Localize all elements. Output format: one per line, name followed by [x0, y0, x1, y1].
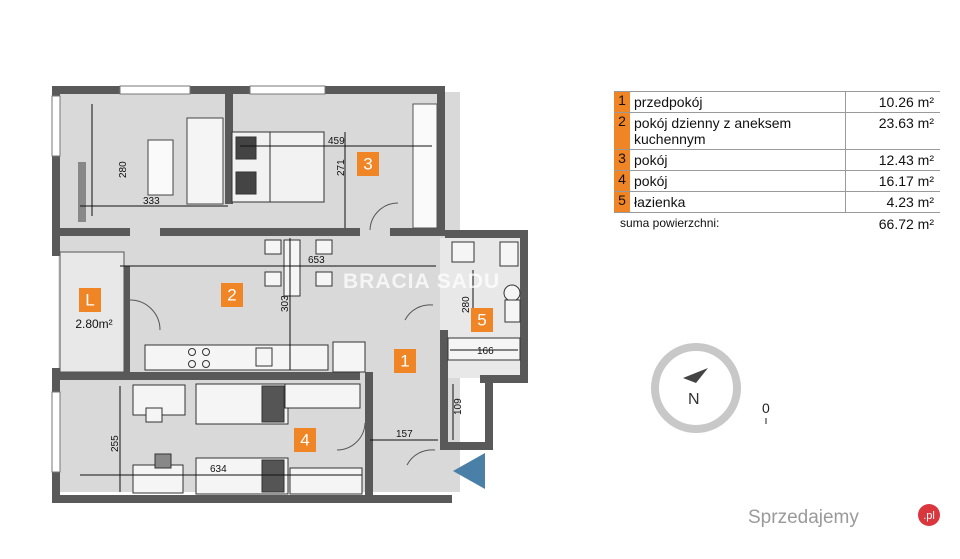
dim-634: 634: [210, 464, 227, 475]
room-name: pokój dzienny z aneksem kuchennym: [630, 113, 846, 149]
dim-653: 653: [308, 255, 325, 266]
loggia-area: 2.80m²: [75, 317, 112, 331]
room-marker-1: 1: [400, 352, 409, 371]
brand-logo: Sprzedajemy .pl: [748, 504, 940, 528]
summary-row: suma powierzchni: 66.72 m²: [614, 216, 940, 232]
brand-name: Sprzedajemy: [748, 507, 859, 528]
room-name: pokój: [630, 171, 846, 191]
compass-letter: N: [688, 391, 700, 408]
room-markers: 3 2 5 1 4: [221, 152, 493, 452]
entrance-arrow-icon: [453, 453, 485, 489]
room-marker-4-box: [294, 428, 316, 452]
room-area: 23.63 m²: [878, 115, 934, 131]
room-name: pokój: [630, 150, 846, 170]
room-area: 12.43 m²: [878, 152, 934, 168]
dim-255: 255: [110, 435, 121, 452]
dimension-lines: [80, 104, 518, 492]
room-number: 3: [614, 150, 630, 170]
brand-badge: [918, 504, 940, 526]
room-marker-3-box: [357, 152, 379, 176]
room-number: 1: [614, 92, 630, 112]
doors: [129, 202, 436, 466]
room-number: 5: [614, 192, 630, 212]
room-area-table: 1 przedpokój 10.26 m² 2 pokój dzienny z …: [614, 91, 940, 232]
compass-icon: N: [651, 343, 741, 433]
table-row: 3 pokój 12.43 m²: [614, 150, 940, 171]
bathroom-fixtures: [447, 241, 521, 361]
dim-271: 271: [336, 159, 347, 176]
dim-303: 303: [280, 295, 291, 312]
loggia: L 2.80m²: [59, 251, 125, 373]
room-marker-4: 4: [300, 431, 309, 450]
wardrobe: [412, 103, 438, 229]
brand-suffix: .pl: [923, 510, 935, 522]
room-marker-2: 2: [227, 286, 236, 305]
dim-459: 459: [328, 136, 345, 147]
room-number: 4: [614, 171, 630, 191]
room4-furniture: [132, 383, 363, 495]
room-number: 2: [614, 113, 630, 149]
dim-166: 166: [477, 346, 494, 357]
room-marker-5-box: [471, 308, 493, 332]
table: [147, 139, 174, 196]
room-area: 16.17 m²: [878, 173, 934, 189]
tv-stand: [78, 162, 86, 222]
loggia-label: L: [85, 291, 94, 310]
bed: [231, 131, 325, 203]
room-name: łazienka: [630, 192, 846, 212]
dimension-labels: 280 333 459 271 653 303 280 166 109 157 …: [110, 136, 494, 475]
dining-table: [264, 239, 333, 297]
room-name: przedpokój: [630, 92, 846, 112]
room-marker-5: 5: [477, 311, 486, 330]
table-row: 1 przedpokój 10.26 m²: [614, 91, 940, 113]
dim-333: 333: [143, 196, 160, 207]
dim-280b: 280: [461, 296, 472, 313]
summary-label: suma powierzchni:: [620, 216, 720, 230]
watermark: BRACIA SADU: [343, 270, 500, 293]
sofa: [186, 117, 224, 205]
table-row: 5 łazienka 4.23 m²: [614, 192, 940, 213]
dim-157: 157: [396, 429, 413, 440]
room-area: 10.26 m²: [878, 94, 934, 110]
room-area: 4.23 m²: [886, 194, 934, 210]
kitchen-counter: [144, 341, 366, 373]
windows: [51, 85, 326, 473]
room-marker-3: 3: [363, 155, 372, 174]
table-row: 2 pokój dzienny z aneksem kuchennym 23.6…: [614, 113, 940, 150]
table-row: 4 pokój 16.17 m²: [614, 171, 940, 192]
summary-value: 66.72 m²: [878, 216, 934, 232]
room-marker-2-box: [221, 283, 243, 307]
dim-109: 109: [453, 398, 464, 415]
room-marker-1-box: [394, 349, 416, 373]
scale-label: 0: [762, 400, 770, 416]
loggia-label-box: [79, 288, 101, 312]
dim-280a: 280: [118, 161, 129, 178]
